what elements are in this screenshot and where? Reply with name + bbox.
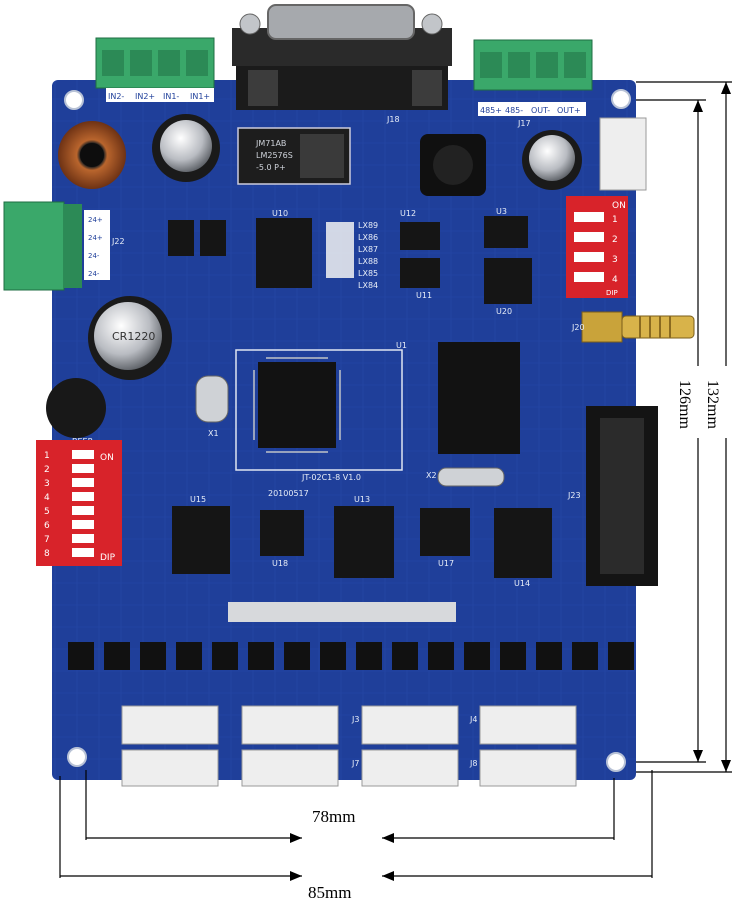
- svg-text:JM71AB: JM71AB: [255, 139, 286, 148]
- svg-text:J4: J4: [469, 715, 477, 724]
- svg-text:7: 7: [44, 535, 50, 545]
- svg-text:LX87: LX87: [358, 245, 378, 254]
- db9-connector: [232, 4, 452, 110]
- svg-text:JT-02C1-8 V1.0: JT-02C1-8 V1.0: [301, 473, 361, 482]
- svg-text:U20: U20: [496, 307, 512, 316]
- idc-header: [586, 406, 658, 586]
- sma-antenna-connector: [581, 311, 695, 343]
- svg-text:20100517: 20100517: [268, 489, 309, 498]
- transistor-row: [68, 642, 634, 670]
- svg-text:LX85: LX85: [358, 269, 378, 278]
- dimension-arrows: [290, 82, 731, 881]
- ic-large-right: [438, 342, 520, 454]
- svg-text:J3: J3: [351, 715, 359, 724]
- mounting-holes: [64, 89, 631, 772]
- svg-text:8: 8: [44, 549, 50, 559]
- dip-switch-8: 1 2 3 4 5 6 7 8 ON DIP: [36, 440, 122, 566]
- svg-text:U13: U13: [354, 495, 370, 504]
- svg-text:ON: ON: [612, 201, 626, 211]
- dim-height-outer: 132mm: [704, 380, 721, 429]
- svg-text:U11: U11: [416, 291, 432, 300]
- ref-j22: J22: [111, 237, 125, 246]
- ref-u1: U1: [396, 341, 407, 350]
- svg-text:-5.0 P+: -5.0 P+: [256, 163, 286, 172]
- jst-refs: J3 J4 J7 J8: [351, 715, 477, 768]
- svg-text:1: 1: [612, 215, 618, 225]
- terminal-labels-in: IN2- IN2+ IN1- IN1+: [108, 92, 210, 101]
- ref-x2: X2: [426, 471, 437, 480]
- coin-cell-battery: CR1220: [88, 296, 172, 380]
- svg-text:485-: 485-: [505, 106, 523, 115]
- regulator-chip: JM71AB LM2576S -5.0 P+: [237, 127, 351, 185]
- svg-text:DIP: DIP: [606, 289, 618, 297]
- dim-width-inner: 78mm: [312, 807, 355, 826]
- svg-text:U15: U15: [190, 495, 206, 504]
- terminal-block-out: [473, 39, 593, 116]
- svg-text:LX84: LX84: [358, 281, 378, 290]
- svg-text:5: 5: [44, 507, 50, 517]
- svg-text:LX88: LX88: [358, 257, 378, 266]
- terminal-block-power: [3, 201, 110, 291]
- terminal-labels-out: 485+ 485- OUT- OUT+: [480, 106, 581, 115]
- svg-text:LX86: LX86: [358, 233, 378, 242]
- svg-text:485+: 485+: [480, 106, 502, 115]
- svg-text:CR1220: CR1220: [112, 330, 155, 343]
- ref-j20: J20: [571, 323, 585, 332]
- svg-text:24-: 24-: [88, 270, 100, 278]
- svg-text:3: 3: [44, 479, 50, 489]
- svg-text:2: 2: [44, 465, 50, 475]
- svg-text:OUT+: OUT+: [557, 106, 581, 115]
- svg-text:U17: U17: [438, 559, 454, 568]
- buzzer: [46, 378, 106, 438]
- svg-text:4: 4: [44, 493, 50, 503]
- dim-width-outer: 85mm: [308, 883, 351, 902]
- dimension-lines: [59, 81, 732, 878]
- svg-text:OUT-: OUT-: [531, 106, 550, 115]
- terminal-labels-power: 24+ 24+ 24- 24-: [88, 216, 103, 278]
- electrolytic-capacitors: [152, 114, 582, 190]
- svg-text:24+: 24+: [88, 234, 103, 242]
- svg-text:U10: U10: [272, 209, 288, 218]
- led-row: [228, 602, 456, 622]
- jst-connectors: [121, 705, 577, 787]
- ref-j23: J23: [567, 491, 581, 500]
- smd-ics: [168, 216, 552, 578]
- svg-text:2: 2: [612, 235, 618, 245]
- svg-text:24-: 24-: [88, 252, 100, 260]
- svg-text:6: 6: [44, 521, 50, 531]
- toroid-inductor: [58, 121, 126, 189]
- led-labels: LX89 LX86 LX87 LX88 LX85 LX84: [326, 221, 378, 290]
- dim-height-inner: 126mm: [676, 380, 693, 429]
- header-connector-top: [599, 117, 647, 191]
- svg-text:J7: J7: [351, 759, 359, 768]
- svg-text:4: 4: [612, 275, 618, 285]
- svg-text:U14: U14: [514, 579, 530, 588]
- svg-text:IN1-: IN1-: [163, 92, 179, 101]
- svg-text:J8: J8: [469, 759, 477, 768]
- svg-text:3: 3: [612, 255, 618, 265]
- crystal-x2: [437, 467, 505, 487]
- svg-text:LM2576S: LM2576S: [256, 151, 293, 160]
- svg-text:U3: U3: [496, 207, 507, 216]
- ref-j18: J18: [386, 115, 400, 124]
- svg-text:24+: 24+: [88, 216, 103, 224]
- svg-text:IN2+: IN2+: [135, 92, 155, 101]
- svg-text:1: 1: [44, 451, 50, 461]
- svg-text:IN2-: IN2-: [108, 92, 124, 101]
- dip-switch-4: ON 1 2 3 4 DIP: [566, 196, 628, 298]
- svg-text:IN1+: IN1+: [190, 92, 210, 101]
- main-mcu: JT-02C1-8 V1.0 20100517: [235, 349, 403, 498]
- svg-text:U12: U12: [400, 209, 416, 218]
- ref-x1: X1: [208, 429, 219, 438]
- svg-text:ON: ON: [100, 453, 114, 463]
- svg-text:LX89: LX89: [358, 221, 378, 230]
- svg-text:DIP: DIP: [100, 553, 116, 563]
- ic-refs: U10 U12 U3 U13 U15 U18 U17 U14 U20 U11: [190, 207, 530, 588]
- crystal-x1: [195, 375, 229, 423]
- ref-j17: J17: [517, 119, 531, 128]
- terminal-block-in: [95, 37, 215, 102]
- svg-text:U18: U18: [272, 559, 288, 568]
